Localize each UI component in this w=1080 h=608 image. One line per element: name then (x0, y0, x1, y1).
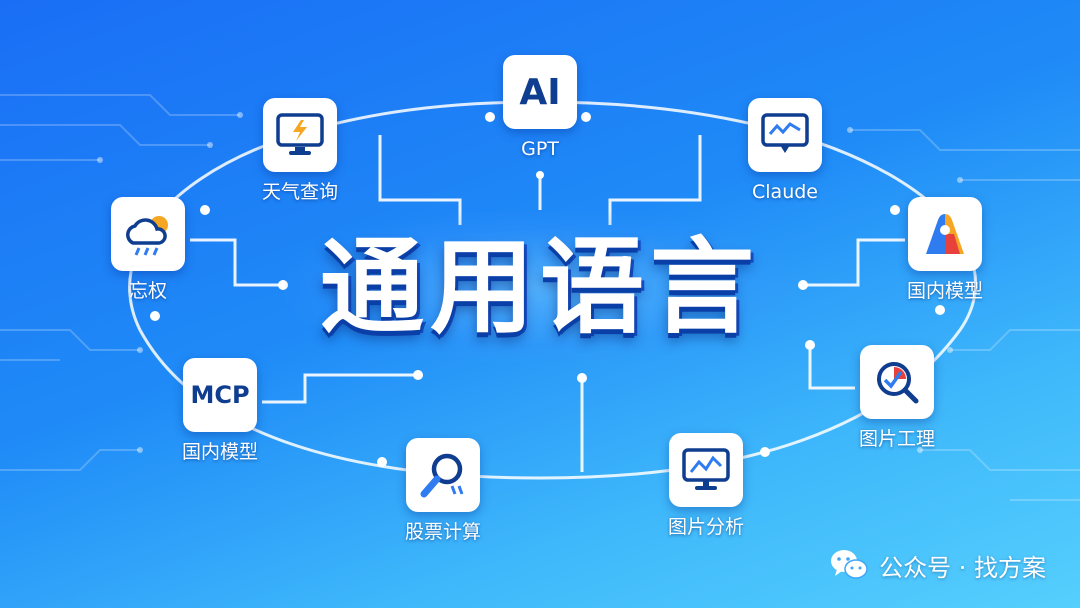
tile-weather[interactable] (263, 98, 337, 172)
tile-gpt[interactable]: AI (503, 55, 577, 129)
cloud-rain-icon (126, 216, 168, 256)
node-label-gpt: GPT (521, 138, 559, 160)
connector-nodes (150, 112, 945, 467)
node-image-analysis[interactable]: 图片分析 (606, 433, 806, 539)
node-domestic-model[interactable]: 国内模型 (845, 197, 1045, 303)
node-image-tool[interactable]: 图片工理 (797, 345, 997, 451)
monitor-chat-icon (761, 113, 809, 153)
tile-image-tool[interactable] (860, 345, 934, 419)
node-gpt[interactable]: AI GPT (440, 55, 640, 161)
tile-image-analysis[interactable] (669, 433, 743, 507)
monitor-lightning-icon (276, 113, 324, 155)
mcp-text-icon: MCP (190, 381, 250, 409)
node-mcp[interactable]: MCP 国内模型 (120, 358, 320, 464)
trace-dots-background (97, 112, 963, 453)
node-label-image-analysis: 图片分析 (667, 516, 744, 538)
node-stock[interactable]: 股票计算 (343, 438, 543, 544)
watermark: 公众号 · 找方案 (829, 548, 1046, 582)
node-label-domestic-model: 国内模型 (906, 280, 983, 302)
node-rain[interactable]: 忘权 (48, 197, 248, 303)
tile-rain[interactable] (111, 197, 185, 271)
node-claude[interactable]: Claude (685, 98, 885, 204)
logo-a-icon (926, 214, 964, 254)
wechat-icon (831, 550, 868, 579)
search-chart-icon (877, 362, 919, 404)
title-glow-plate (285, 212, 795, 362)
tile-stock[interactable] (406, 438, 480, 512)
watermark-text: 公众号 · 找方案 (879, 553, 1046, 582)
tile-claude[interactable] (748, 98, 822, 172)
magnifier-icon (420, 453, 464, 498)
node-label-rain: 忘权 (128, 280, 167, 302)
node-label-claude: Claude (752, 181, 818, 203)
node-label-mcp: 国内模型 (181, 441, 258, 463)
node-label-image-tool: 图片工理 (858, 428, 935, 450)
tile-domestic-model[interactable] (908, 197, 982, 271)
main-title: 通用语言 (319, 226, 760, 348)
monitor-chart-icon (682, 448, 730, 490)
node-label-weather: 天气查询 (261, 181, 338, 203)
node-weather[interactable]: 天气查询 (200, 98, 400, 204)
tile-mcp[interactable]: MCP (183, 358, 257, 432)
ai-text-icon: AI (519, 71, 561, 113)
node-label-stock: 股票计算 (404, 521, 481, 543)
circuit-traces-background (0, 94, 1080, 501)
